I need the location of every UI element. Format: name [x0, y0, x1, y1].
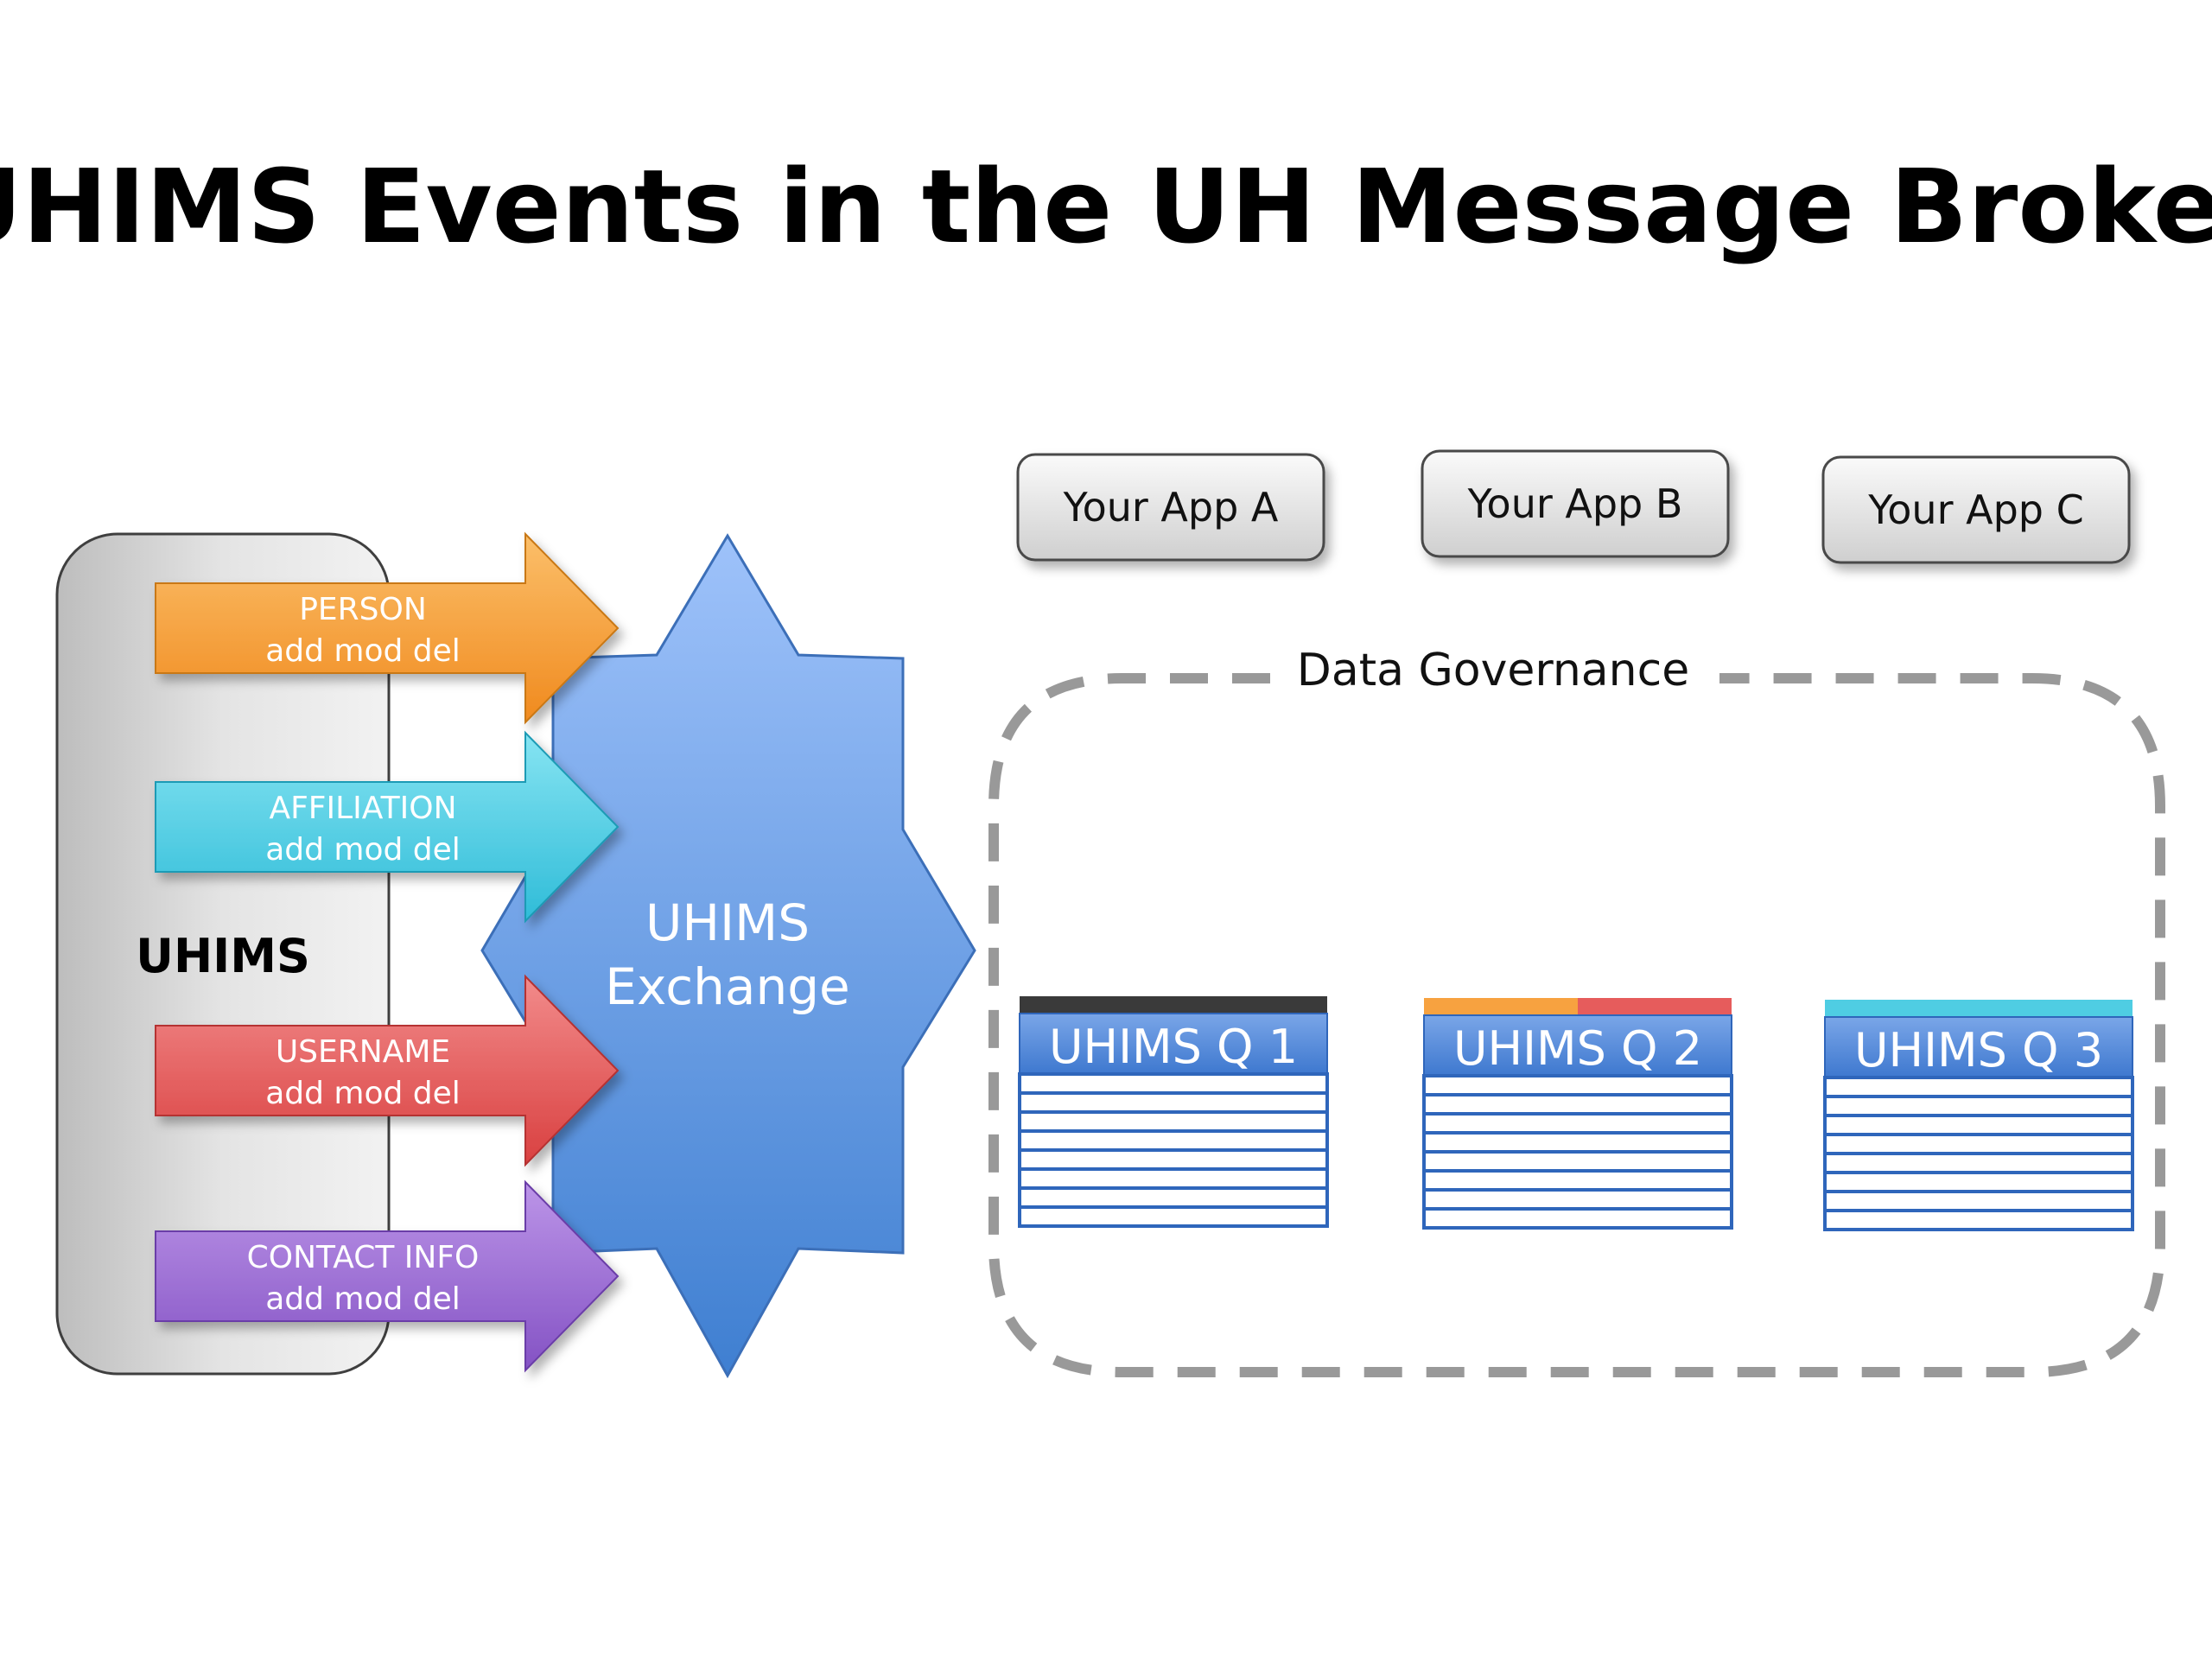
queue-label: UHIMS Q 1: [1049, 1020, 1298, 1074]
app-box-a: Your App A: [1016, 453, 1325, 562]
event-arrow-contact-info: CONTACT INFO add mod del: [155, 1179, 620, 1373]
queue-slot: [1823, 1114, 2134, 1136]
app-box-c: Your App C: [1821, 455, 2131, 564]
queue-slot: [1823, 1133, 2134, 1155]
arrow-shape: [155, 730, 620, 924]
queue-1: UHIMS Q 1: [1018, 996, 1329, 1228]
event-arrow-username: USERNAME add mod del: [155, 974, 620, 1167]
governance-label: Data Governance: [1297, 645, 1689, 696]
arrow-shape: [155, 1179, 620, 1373]
queue-label: UHIMS Q 2: [1453, 1021, 1702, 1076]
queue-slot: [1823, 1209, 2134, 1231]
app-box-b: Your App B: [1421, 449, 1730, 558]
exchange-label-line2: Exchange: [605, 957, 849, 1016]
queue-header: [1423, 1014, 1732, 1077]
queue-slots: [1422, 1074, 1733, 1230]
event-name-label: CONTACT INFO: [247, 1240, 480, 1275]
queue-slot: [1823, 1076, 2134, 1098]
queue-slot: [1422, 1093, 1733, 1116]
app-label: Your App C: [1867, 486, 2083, 533]
queue-slot: [1018, 1205, 1329, 1228]
app-box-shape: [1016, 453, 1325, 562]
queue-slot: [1823, 1190, 2134, 1212]
queue-slot: [1422, 1188, 1733, 1211]
governance-dashed-border: [988, 673, 2165, 1377]
queue-slot: [1018, 1186, 1329, 1209]
queue-slots: [1823, 1076, 2134, 1231]
queue-slot: [1018, 1110, 1329, 1133]
queue-slot: [1018, 1072, 1329, 1095]
event-name-label: PERSON: [299, 592, 427, 627]
queue-slot: [1422, 1150, 1733, 1173]
event-arrow-affiliation: AFFILIATION add mod del: [155, 730, 620, 924]
event-arrow-person: PERSON add mod del: [155, 531, 620, 725]
queue-tab: [1825, 1000, 2133, 1017]
uhims-source-box: [55, 532, 391, 1376]
data-governance-boundary: Data Governance: [988, 645, 2165, 1377]
page-title: UHIMS Events in the UH Message Broker: [0, 147, 2212, 266]
arrow-shape: [155, 531, 620, 725]
uhims-source-panel: UHIMS: [55, 532, 391, 1376]
uhims-exchange: UHIMS Exchange: [480, 533, 976, 1379]
app-label: Your App A: [1063, 484, 1279, 531]
event-ops-label: add mod del: [265, 832, 461, 868]
queue-tab-red: [1578, 998, 1732, 1015]
queue-slot: [1422, 1207, 1733, 1230]
app-box-shape: [1821, 455, 2131, 564]
queue-slot: [1823, 1095, 2134, 1117]
queue-3: UHIMS Q 3: [1823, 1000, 2134, 1231]
arrow-shape: [155, 974, 620, 1167]
event-name-label: USERNAME: [276, 1034, 450, 1070]
event-name-label: AFFILIATION: [269, 791, 456, 826]
queue-header: [1019, 1013, 1328, 1075]
app-label: Your App B: [1467, 480, 1683, 527]
queue-header: [1824, 1016, 2133, 1078]
queue-tab-orange: [1424, 998, 1578, 1015]
queue-slot: [1422, 1112, 1733, 1135]
queue-slot: [1422, 1074, 1733, 1096]
queue-slot: [1018, 1129, 1329, 1152]
queue-slot: [1823, 1171, 2134, 1193]
queue-2: UHIMS Q 2: [1422, 998, 1733, 1230]
queue-label: UHIMS Q 3: [1854, 1023, 2103, 1077]
event-ops-label: add mod del: [265, 633, 461, 669]
app-box-shape: [1421, 449, 1730, 558]
queue-slot: [1422, 1131, 1733, 1154]
queue-slot: [1018, 1091, 1329, 1114]
event-ops-label: add mod del: [265, 1281, 461, 1317]
queue-slot: [1018, 1148, 1329, 1171]
queue-slot: [1018, 1167, 1329, 1190]
queue-tab: [1020, 996, 1327, 1014]
uhims-source-label: UHIMS: [136, 929, 310, 983]
queue-slot: [1823, 1152, 2134, 1174]
queue-slots: [1018, 1072, 1329, 1228]
exchange-label-line1: UHIMS: [645, 893, 810, 952]
queue-slot: [1422, 1169, 1733, 1192]
event-ops-label: add mod del: [265, 1076, 461, 1111]
